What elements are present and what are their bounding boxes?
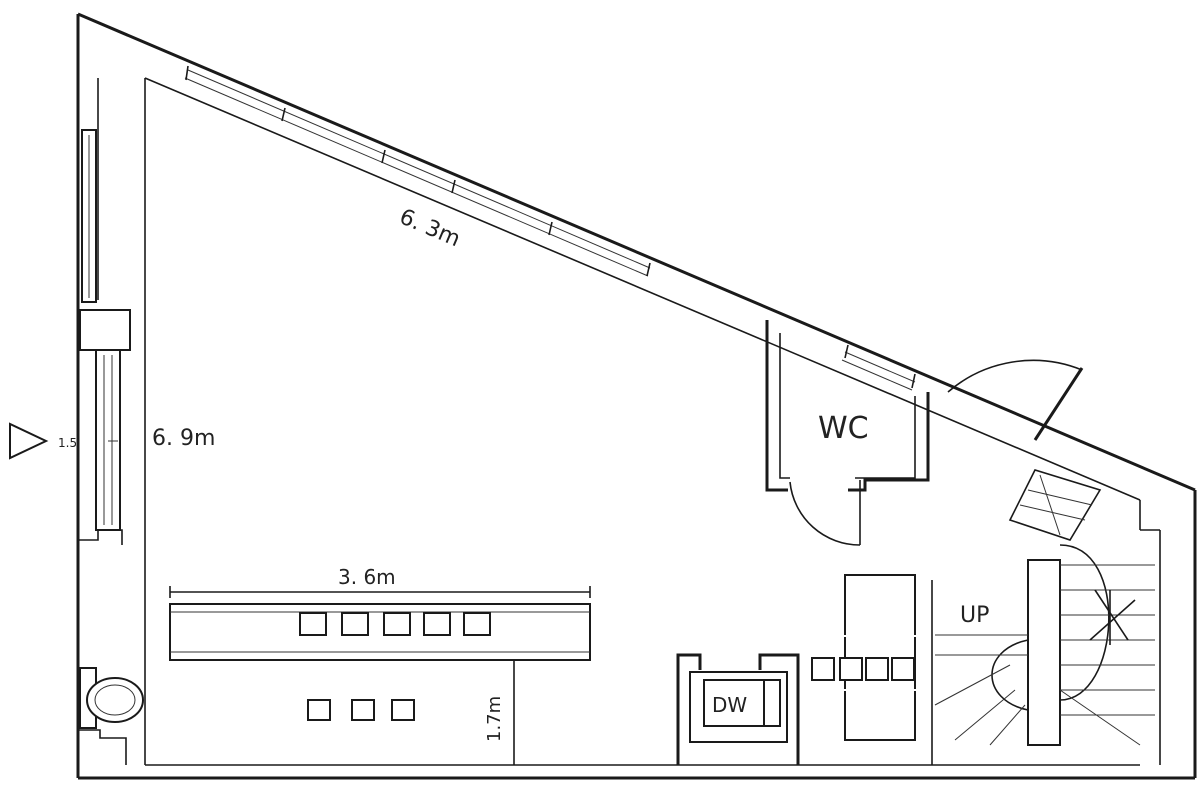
left-windows [78,129,131,765]
diagonal-windows [184,65,916,391]
dw-label: DW [712,693,747,717]
counter: 3. 6m 1.7m [169,565,591,765]
triangle-arrow-icon [9,422,49,460]
stairs-up-label: UP [960,603,989,628]
exterior-door [947,359,1084,441]
entrance-marker: 1.5 [9,422,118,460]
left-dimension-label: 6. 9m [152,426,215,451]
left-sink [79,667,144,729]
stools-lower [307,699,415,721]
wc-label: WC [818,411,869,446]
diagonal-dimension-label: 6. 3m [396,205,464,253]
counter-dimension-label: 3. 6m [338,565,396,589]
wc-room [765,320,930,546]
dining-seats-right [811,657,915,681]
entrance-note: 1.5 [58,436,77,450]
counter-depth-label: 1.7m [484,696,505,742]
dishwasher: DW [676,653,800,765]
outer-walls [76,12,1197,780]
staircase: UP [931,469,1155,765]
